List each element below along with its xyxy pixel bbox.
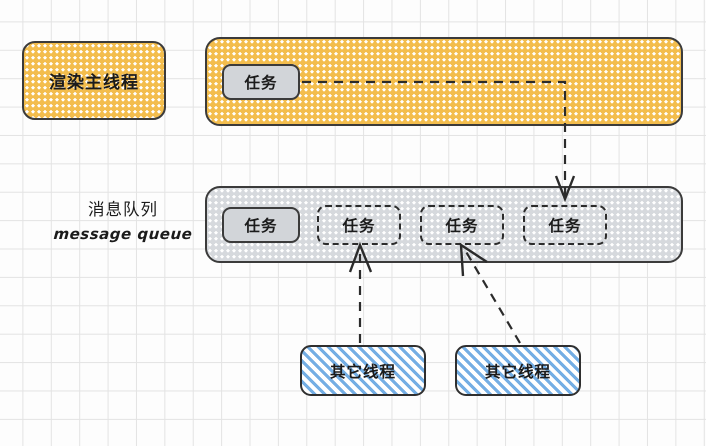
main-thread-running-task-label: 任务 bbox=[244, 75, 278, 92]
queue-pending-task-1: 任务 bbox=[317, 205, 401, 245]
render-main-thread-label-box: 渲染主线程 bbox=[22, 41, 166, 120]
message-queue-caption: 消息队列 message queue bbox=[48, 196, 198, 243]
queue-pending-task-3-label: 任务 bbox=[548, 218, 582, 235]
queue-pending-task-3: 任务 bbox=[523, 205, 607, 245]
message-queue-caption-en: message queue bbox=[52, 225, 194, 243]
other-thread-box-1: 其它线程 bbox=[300, 345, 426, 396]
queue-pending-task-1-label: 任务 bbox=[342, 218, 376, 235]
queue-pending-task-2-label: 任务 bbox=[445, 218, 479, 235]
arrow-thread2-to-queue bbox=[464, 249, 521, 344]
main-thread-running-task: 任务 bbox=[222, 64, 300, 100]
queue-pending-task-2: 任务 bbox=[420, 205, 504, 245]
queue-front-task-label: 任务 bbox=[244, 218, 278, 235]
other-thread-box-1-label: 其它线程 bbox=[329, 363, 396, 381]
message-queue-caption-cn: 消息队列 bbox=[88, 201, 158, 219]
other-thread-box-2-label: 其它线程 bbox=[484, 363, 551, 381]
other-thread-box-2: 其它线程 bbox=[455, 345, 581, 396]
render-main-thread-label: 渲染主线程 bbox=[49, 73, 139, 92]
queue-front-task: 任务 bbox=[222, 207, 300, 243]
